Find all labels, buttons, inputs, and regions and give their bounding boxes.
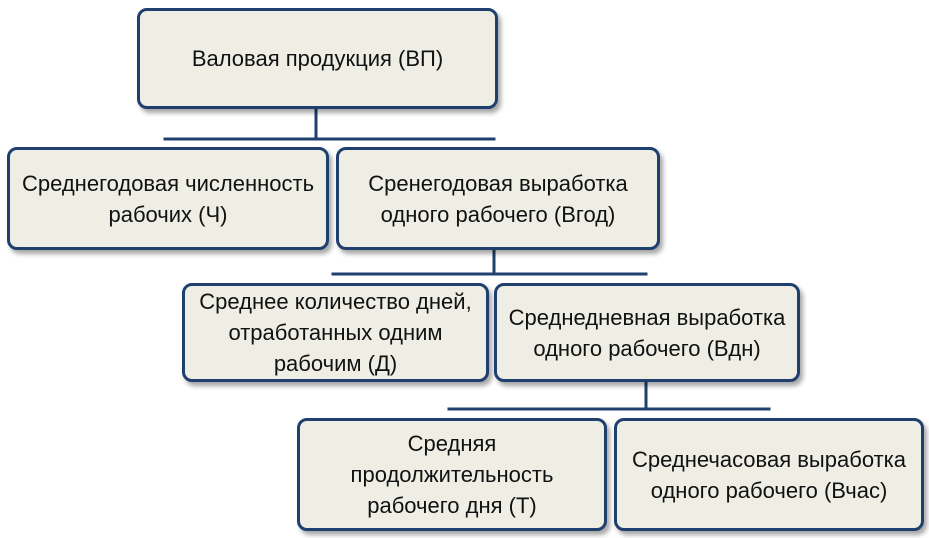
node-avg-workers: Среднегодовая численность рабочих (Ч) [7,147,329,250]
node-annual-output: Сренегодовая выработка одного рабочего (… [336,147,660,250]
node-avg-workers-label: Среднегодовая численность рабочих (Ч) [21,170,315,227]
node-hourly-output: Среднечасовая выработка одного рабочего … [614,418,924,531]
node-annual-output-label: Сренегодовая выработка одного рабочего (… [368,170,628,227]
node-daily-output-label: Среднедневная выработка одного рабочего … [508,304,786,361]
node-days-worked: Среднее количество дней, отработанных од… [182,283,489,382]
node-workday-length-label: Средняя продолжительность рабочего дня (… [350,431,554,518]
node-gross-output: Валовая продукция (ВП) [137,8,498,109]
node-hourly-output-label: Среднечасовая выработка одного рабочего … [632,446,906,503]
node-workday-length: Средняя продолжительность рабочего дня (… [297,418,607,531]
node-daily-output: Среднедневная выработка одного рабочего … [494,283,800,382]
node-gross-output-label: Валовая продукция (ВП) [191,46,444,71]
node-days-worked-label: Среднее количество дней, отработанных од… [199,289,472,376]
